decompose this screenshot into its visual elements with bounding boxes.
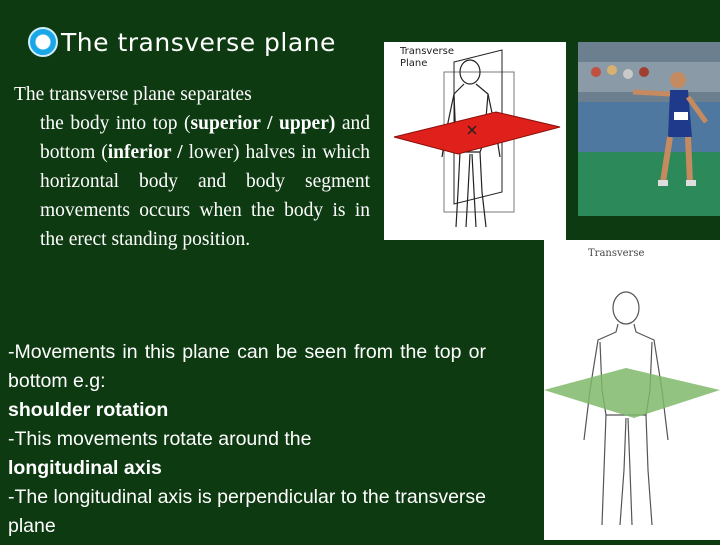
athlete-photo bbox=[578, 42, 720, 216]
movements-line3: -This movements rotate around the bbox=[8, 428, 312, 450]
body-diagram-label: Transverse bbox=[588, 248, 645, 259]
intro-line1: The transverse plane separates bbox=[14, 84, 252, 105]
intro-bold-upper: upper) bbox=[279, 113, 336, 134]
shoulder-rotation-text: shoulder rotation bbox=[8, 399, 169, 421]
transverse-plane-diagram: Transverse Plane bbox=[384, 42, 566, 240]
slide-title: The transverse plane bbox=[61, 27, 336, 57]
title-row: The transverse plane bbox=[28, 22, 336, 62]
movements-line5: -The longitudinal axis is perpendicular … bbox=[8, 486, 487, 537]
body-outline-illustration bbox=[544, 291, 720, 526]
intro-text-2: and bottom ( bbox=[40, 113, 371, 163]
red-plane bbox=[393, 111, 561, 155]
green-plane bbox=[544, 368, 720, 418]
body-figure-illustration bbox=[393, 49, 561, 228]
intro-bold-superior: superior / bbox=[190, 113, 273, 134]
movements-paragraph: -Movements in this plane can be seen fro… bbox=[8, 338, 486, 541]
intro-body: the body into top (superior / upper) and… bbox=[14, 109, 370, 254]
circle-bullet-icon bbox=[28, 27, 58, 57]
diagram-label: Transverse Plane bbox=[400, 46, 454, 70]
diagram-label-line1: Transverse bbox=[400, 46, 454, 57]
longitudinal-axis-text: longitudinal axis bbox=[8, 457, 162, 479]
intro-paragraph: The transverse plane separates the body … bbox=[14, 80, 370, 254]
transverse-body-diagram: Transverse bbox=[544, 240, 720, 540]
intro-text-3: lower) halves in which horizontal body a… bbox=[40, 142, 370, 250]
intro-text-1: the body into top ( bbox=[40, 113, 191, 134]
intro-bold-inferior: inferior / bbox=[107, 142, 183, 163]
diagram-label-line2: Plane bbox=[400, 58, 428, 69]
movements-line1: -Movements in this plane can be seen fro… bbox=[8, 341, 486, 392]
athlete-photo-illustration bbox=[578, 42, 720, 216]
